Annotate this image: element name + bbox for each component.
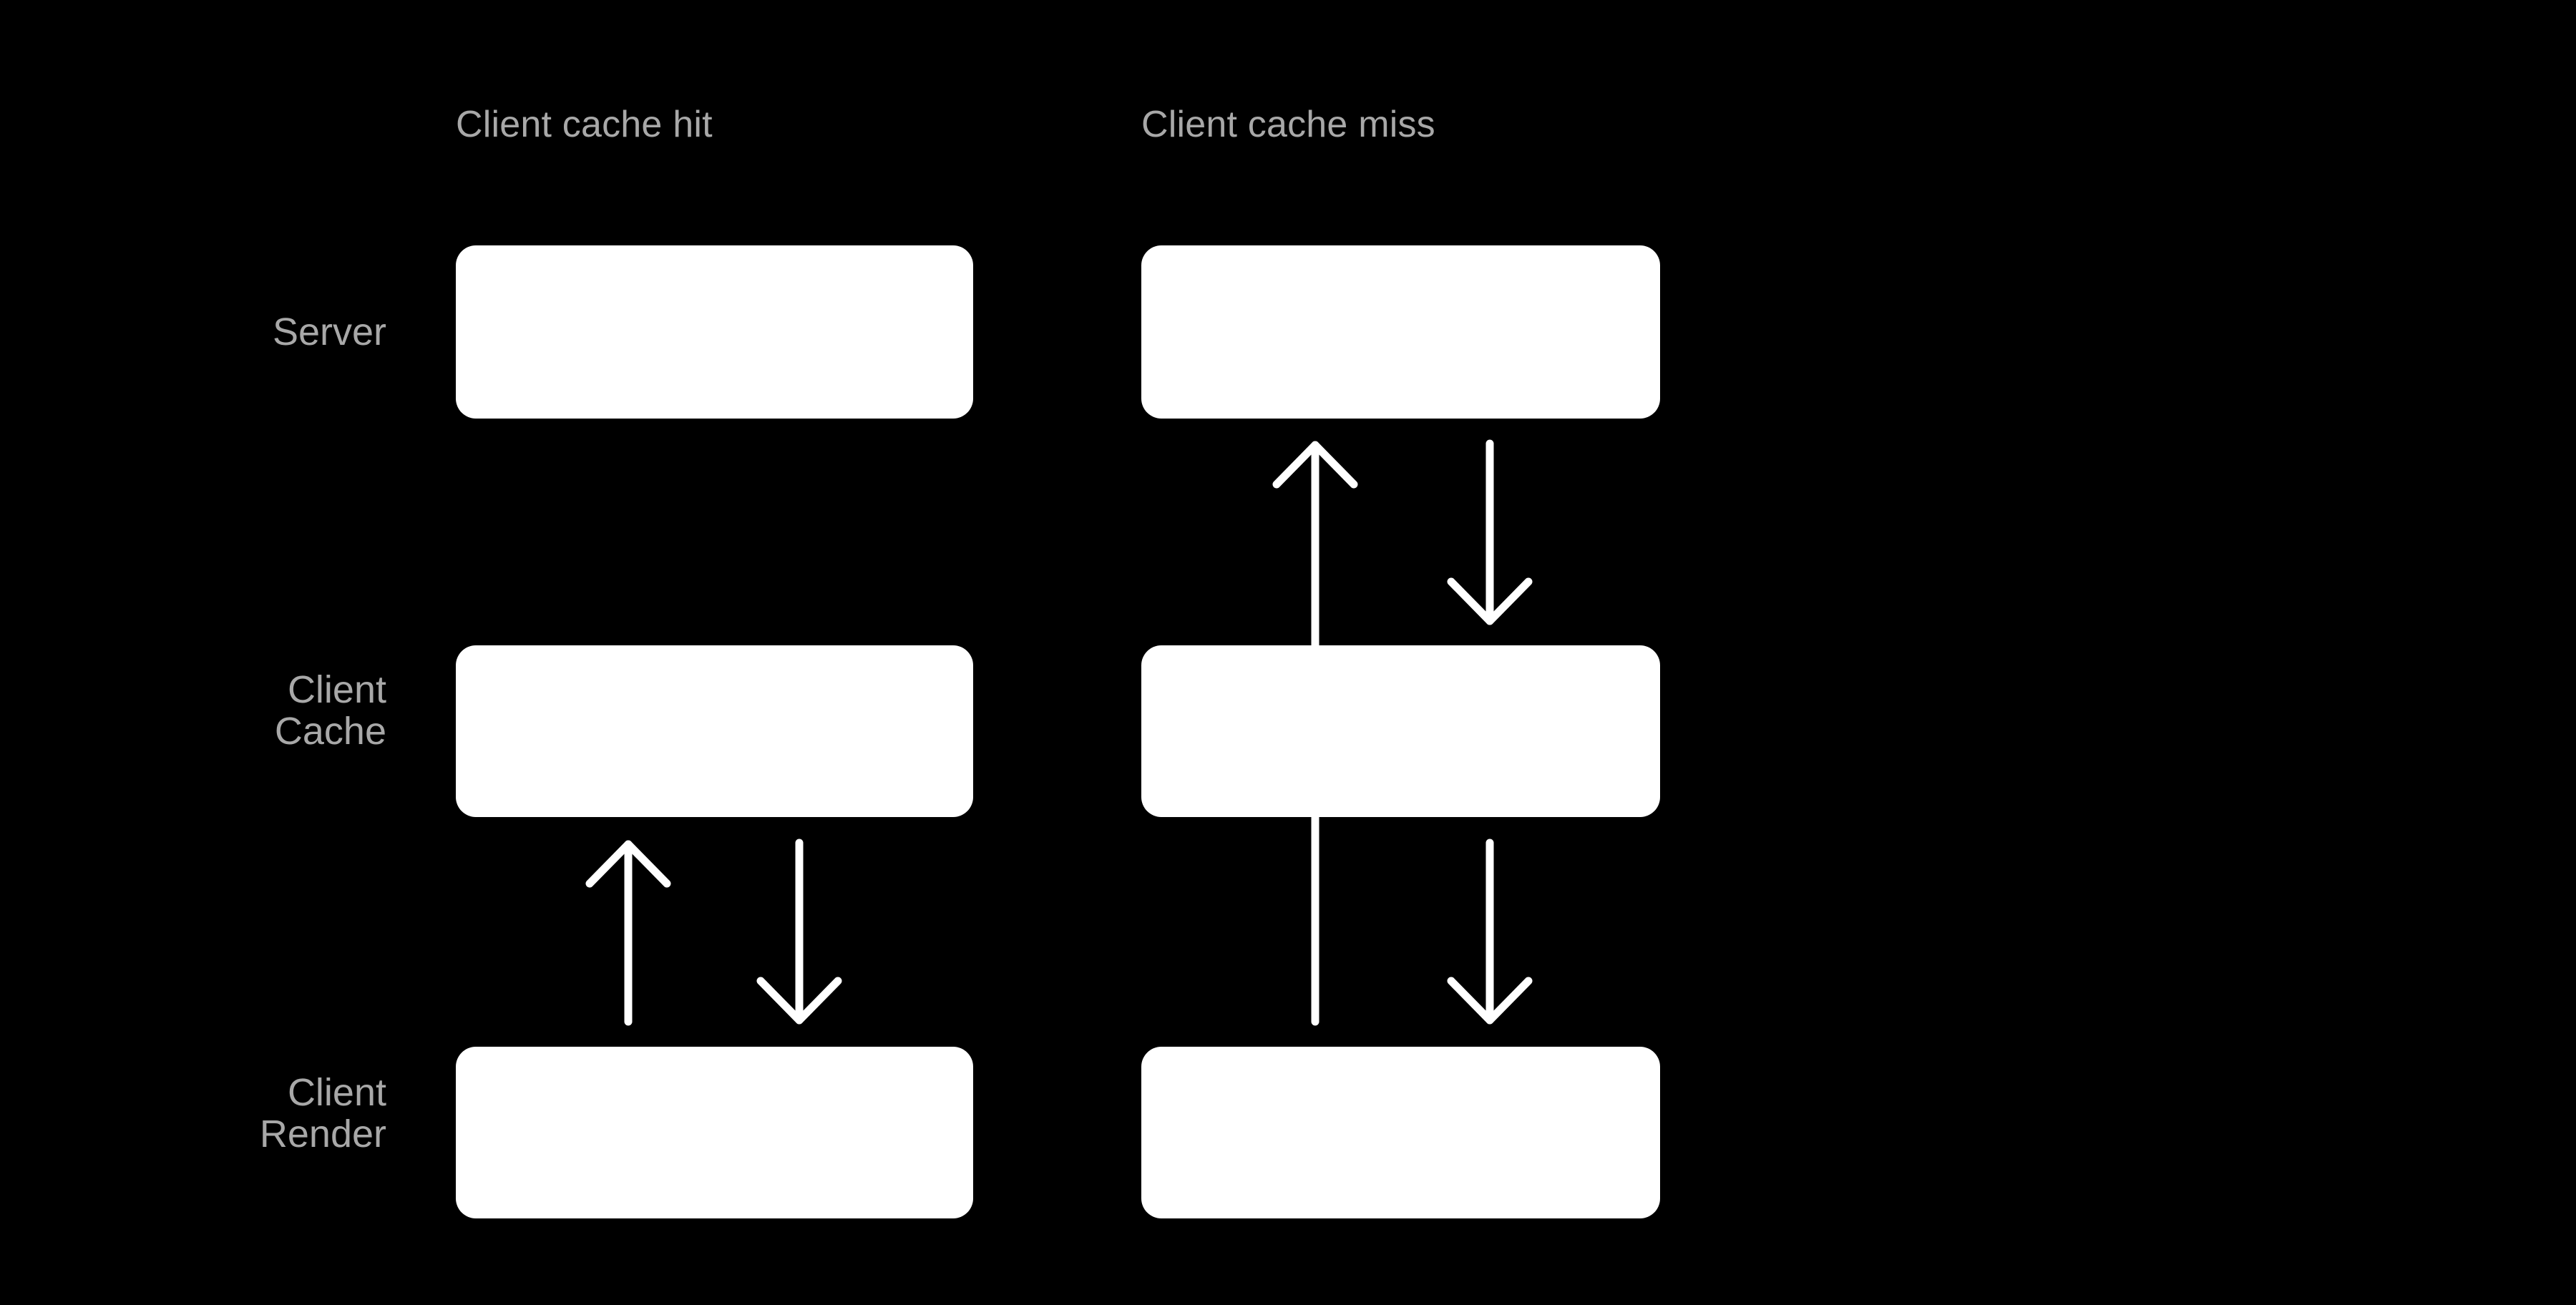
row-label-client-cache: Client Cache bbox=[274, 668, 386, 753]
column-header-client-cache-miss: Client cache miss bbox=[1141, 104, 1435, 145]
arrow-up-render-to-cache-hit bbox=[585, 840, 671, 1026]
node-box-client-render-cache-miss bbox=[1141, 1047, 1660, 1218]
arrow-down-server-to-cache-miss bbox=[1447, 439, 1533, 625]
row-label-server: Server bbox=[272, 311, 386, 353]
row-label-client-render: Client Render bbox=[259, 1071, 386, 1156]
node-box-server-cache-miss bbox=[1141, 245, 1660, 419]
column-header-client-cache-hit: Client cache hit bbox=[456, 104, 713, 145]
node-box-server-cache-hit bbox=[456, 245, 973, 419]
node-box-client-render-cache-hit bbox=[456, 1047, 973, 1218]
arrow-down-cache-to-render-hit bbox=[756, 839, 842, 1025]
node-box-client-cache-cache-miss bbox=[1141, 645, 1660, 817]
arrow-down-cache-to-render-miss bbox=[1447, 839, 1533, 1025]
node-box-client-cache-cache-hit bbox=[456, 645, 973, 817]
